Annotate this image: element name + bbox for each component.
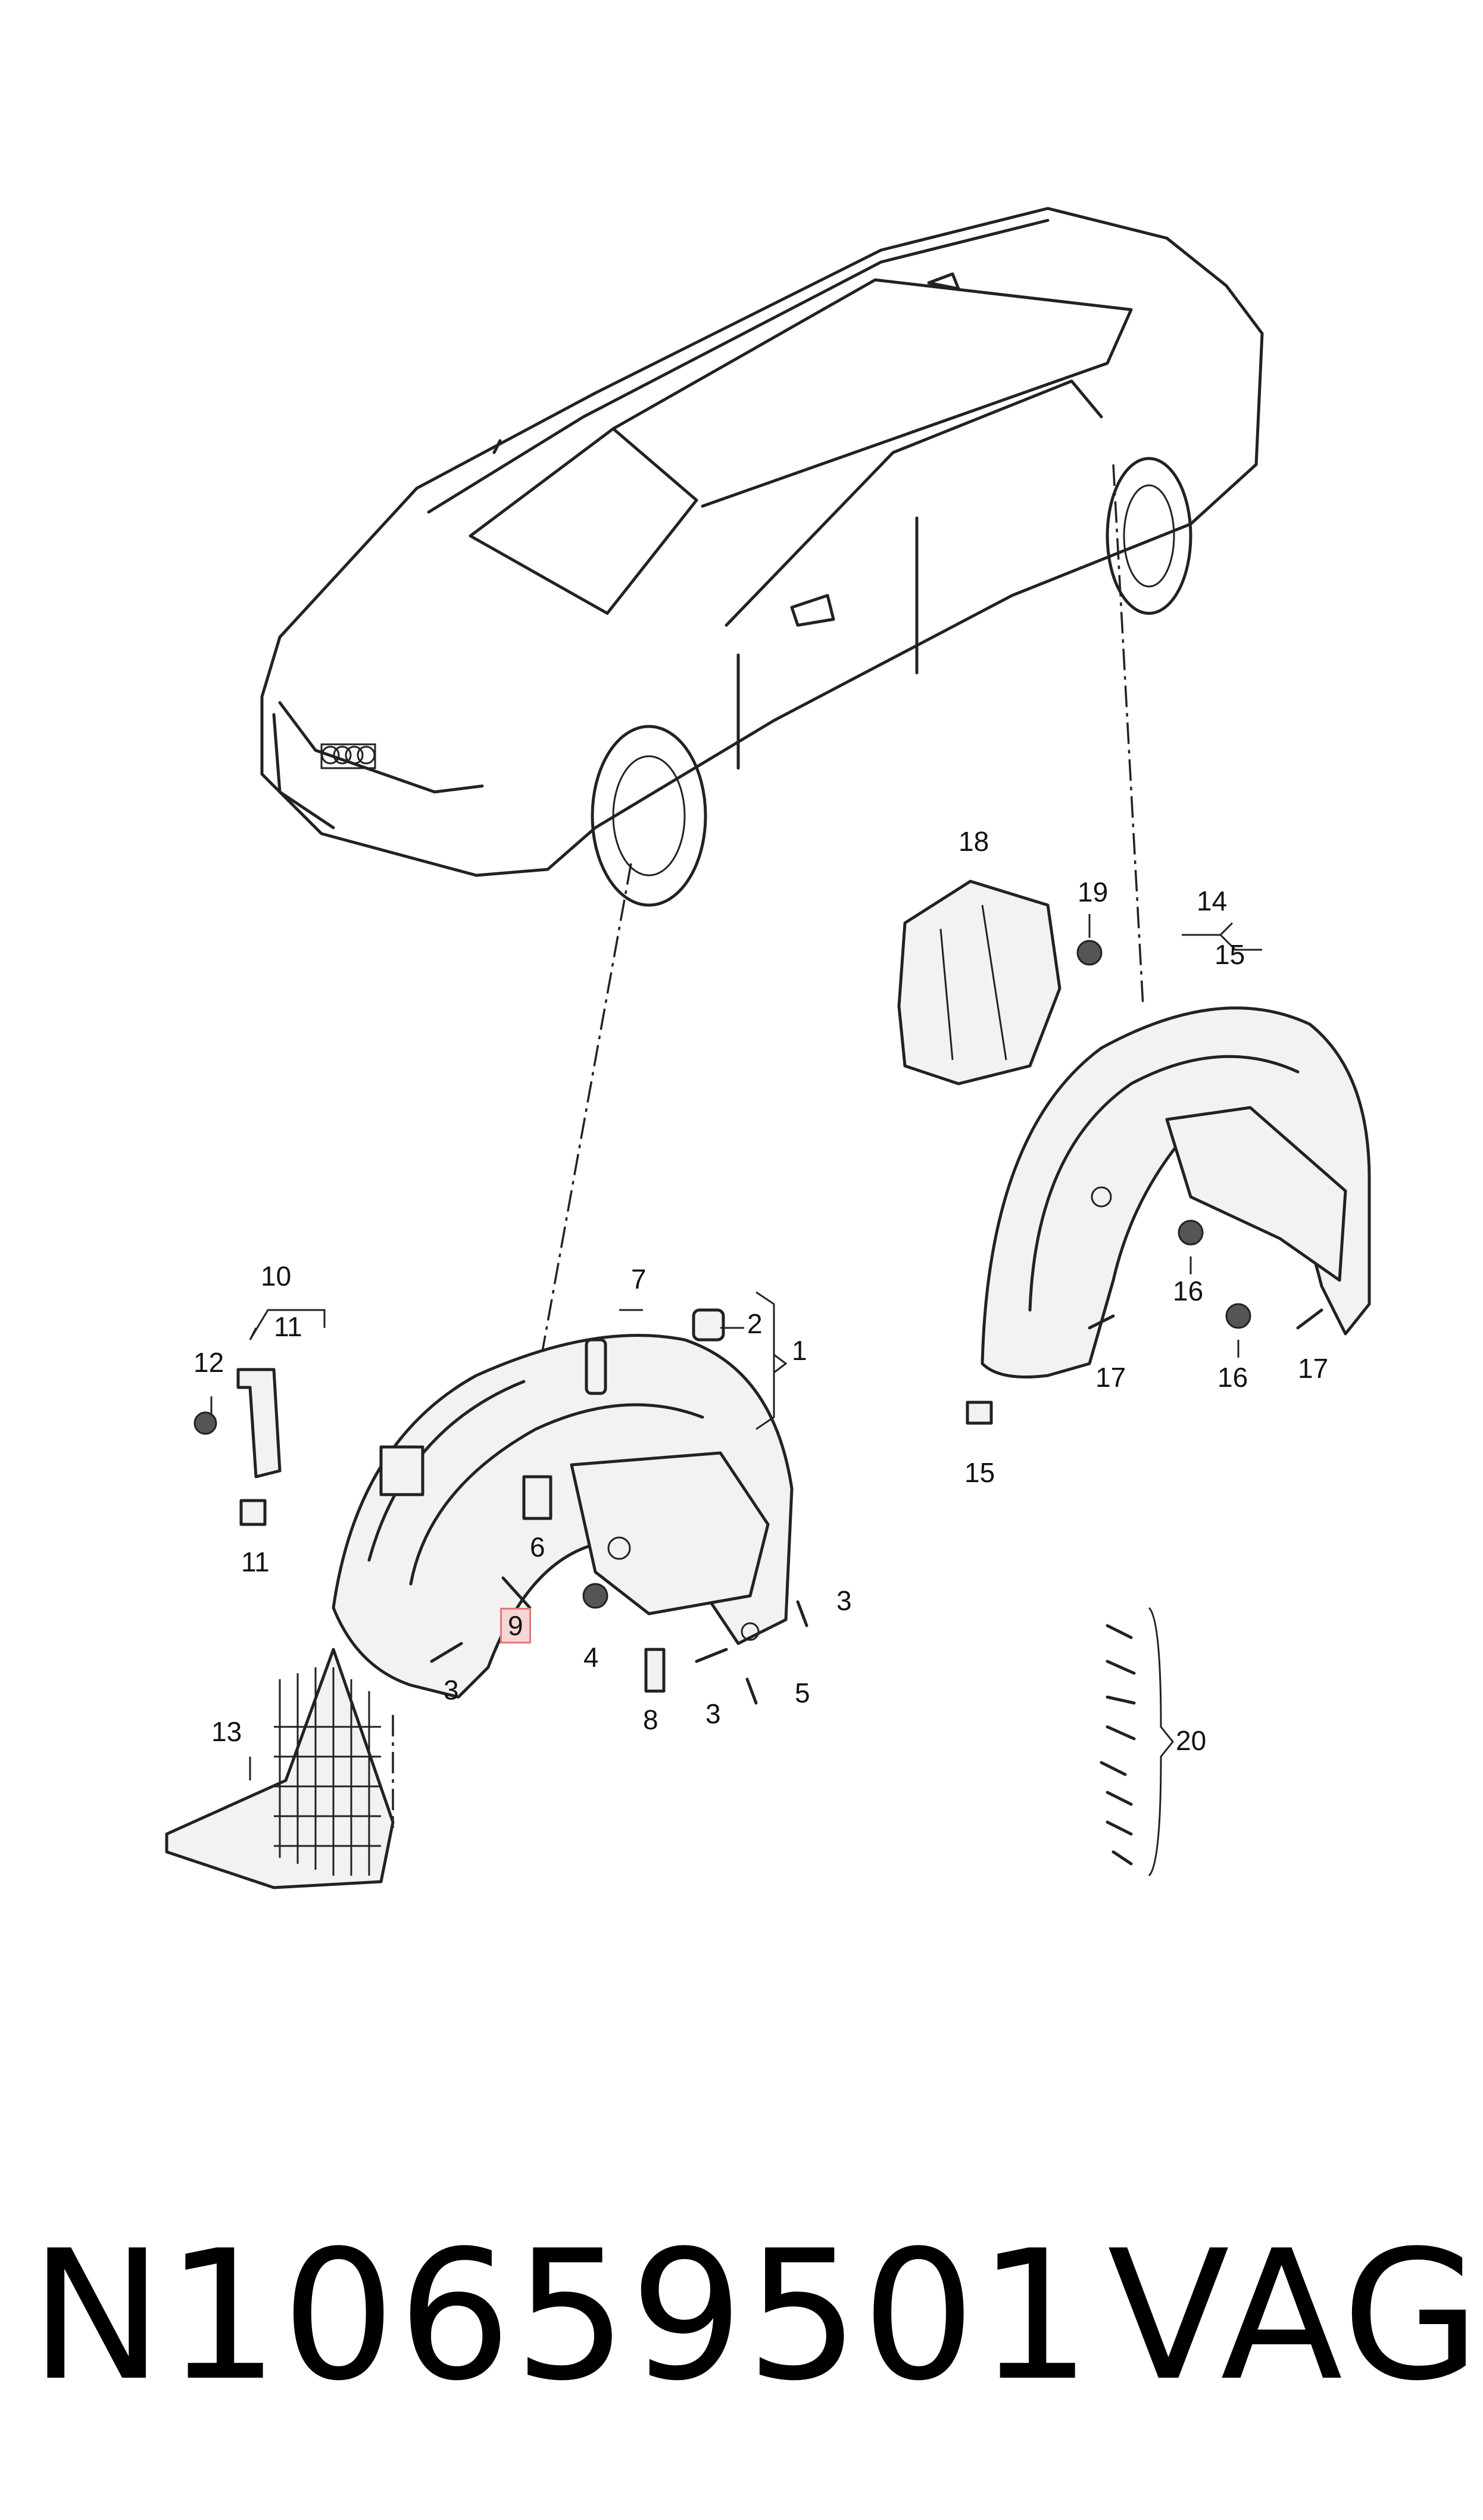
callout-16a: 16: [1173, 1275, 1204, 1306]
callout-3b: 3: [705, 1698, 721, 1729]
bracket-assembly: [193, 1368, 282, 1526]
callout-3a: 3: [444, 1674, 459, 1705]
fastener-kit: [1100, 1607, 1174, 1877]
callout-7: 7: [631, 1264, 647, 1295]
car-illustration: [260, 207, 1264, 907]
callout-20: 20: [1176, 1725, 1207, 1756]
callout-8: 8: [643, 1704, 658, 1735]
callout-9-highlighted: 9: [500, 1608, 531, 1643]
callout-6: 6: [530, 1532, 545, 1562]
callout-18: 18: [959, 826, 989, 857]
callout-11a: 11: [274, 1311, 302, 1342]
callout-10: 10: [261, 1261, 292, 1292]
callout-17a: 17: [1095, 1362, 1126, 1393]
callout-19: 19: [1078, 877, 1109, 907]
callout-13: 13: [211, 1716, 242, 1747]
callout-14: 14: [1197, 885, 1228, 916]
callout-leaders: [210, 914, 1262, 1780]
callout-3c: 3: [836, 1585, 852, 1616]
front-wheel-arch-liner: [332, 1334, 794, 1699]
callout-16b: 16: [1217, 1362, 1248, 1393]
callout-2: 2: [747, 1308, 763, 1339]
callout-4: 4: [583, 1642, 599, 1673]
callout-15a: 15: [1215, 939, 1245, 970]
callout-5: 5: [795, 1677, 810, 1708]
brand-label: VAG: [1107, 2212, 1483, 2420]
splash-shield: [165, 1648, 395, 1889]
fasteners: [430, 940, 1323, 1705]
rear-bracket: [897, 879, 1061, 1086]
part-number: N10659501: [30, 2212, 1094, 2420]
callout-17b: 17: [1298, 1353, 1329, 1384]
callout-11b: 11: [241, 1546, 270, 1577]
rear-wheel-arch-liner: [981, 1006, 1371, 1378]
callout-15b: 15: [964, 1457, 995, 1488]
callout-1: 1: [792, 1335, 807, 1366]
callout-12: 12: [193, 1347, 224, 1378]
